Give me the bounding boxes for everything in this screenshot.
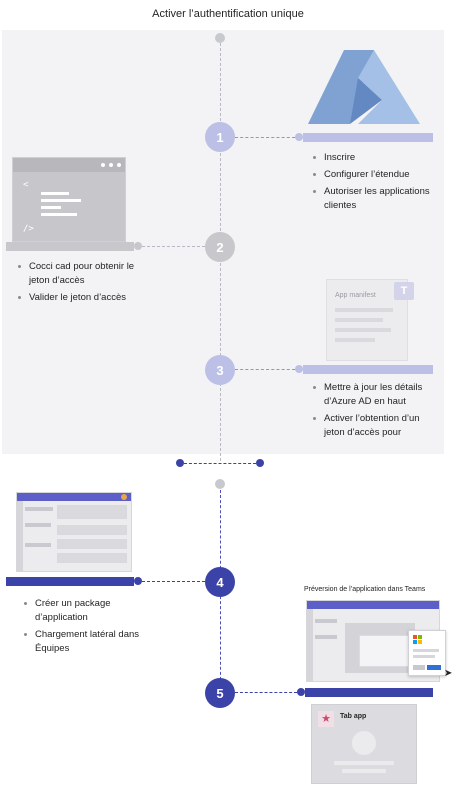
timeline-mid-dot xyxy=(215,479,225,489)
teams-header-bar xyxy=(17,493,131,501)
star-icon: ★ xyxy=(318,711,334,727)
manifest-line xyxy=(335,338,375,342)
popup-line xyxy=(413,649,439,652)
sidebar-line xyxy=(25,523,51,527)
preview-rail xyxy=(307,609,313,681)
step-3-bar xyxy=(303,365,433,374)
tab-app-line xyxy=(334,761,394,765)
editor-titlebar xyxy=(13,158,125,172)
window-dot-icon xyxy=(117,163,121,167)
step-1-cap xyxy=(295,133,303,141)
step-4-bar xyxy=(6,577,134,586)
step-3-list: Mettre à jour les détails d’Azure AD en … xyxy=(311,381,436,443)
teams-preview-window xyxy=(306,600,440,682)
content-block xyxy=(57,553,127,563)
divider-right-dot xyxy=(256,459,264,467)
step-1-item: Configurer l’étendue xyxy=(311,168,436,182)
step-3-circle: 3 xyxy=(205,355,235,385)
window-dot-icon xyxy=(109,163,113,167)
step-1-item: Inscrire xyxy=(311,151,436,165)
code-line xyxy=(41,192,69,195)
code-bracket-open-icon: < xyxy=(23,180,29,190)
diagram-title: Activer l’authentification unique xyxy=(152,8,304,20)
teams-rail xyxy=(17,501,23,571)
step-2-bar xyxy=(6,242,134,251)
content-block xyxy=(57,525,127,535)
azure-logo-icon xyxy=(308,50,420,124)
manifest-line xyxy=(335,328,391,332)
step-1-bar xyxy=(303,133,433,142)
step-4-list: Créer un package d’application Chargemen… xyxy=(22,597,157,659)
code-line xyxy=(41,199,81,202)
teams-app-illustration xyxy=(16,492,132,572)
preview-header-bar xyxy=(307,601,439,609)
step-4-item: Chargement latéral dans Équipes xyxy=(22,628,157,656)
step-2-item: Valider le jeton d’accès xyxy=(16,291,136,305)
window-dot-icon xyxy=(101,163,105,167)
step-2-item: Cocci cad pour obtenir le jeton d’accès xyxy=(16,260,136,288)
code-line xyxy=(41,206,61,209)
step-1-circle: 1 xyxy=(205,122,235,152)
microsoft-logo-icon xyxy=(413,640,417,644)
teams-logo-icon: T xyxy=(394,282,414,300)
content-block xyxy=(57,505,127,519)
popup-cancel-button xyxy=(413,665,425,670)
permission-popup xyxy=(408,630,446,676)
manifest-line xyxy=(335,318,383,322)
divider-left-dot xyxy=(176,459,184,467)
mouse-cursor-icon: ➤ xyxy=(444,668,453,679)
step-2-circle: 2 xyxy=(205,232,235,262)
microsoft-logo-icon xyxy=(418,640,422,644)
manifest-line xyxy=(335,308,393,312)
preview-sidebar-line xyxy=(315,619,337,623)
step-5-cap xyxy=(297,688,305,696)
code-line xyxy=(41,213,77,216)
tab-app-line xyxy=(342,769,386,773)
app-manifest-label: App manifest xyxy=(335,292,376,299)
step-2-list: Cocci cad pour obtenir le jeton d’accès … xyxy=(16,260,136,308)
app-manifest-card: App manifest xyxy=(326,279,408,361)
step-3-cap xyxy=(295,365,303,373)
preview-dialog xyxy=(359,635,411,667)
step-1-connector xyxy=(235,137,295,138)
popup-accept-button xyxy=(427,665,441,670)
step-4-item: Créer un package d’application xyxy=(22,597,157,625)
step-2-cap xyxy=(134,242,142,250)
step-5-bar xyxy=(305,688,433,697)
step-4-connector xyxy=(142,581,205,582)
step-3-item: Mettre à jour les détails d’Azure AD en … xyxy=(311,381,436,409)
sidebar-line xyxy=(25,543,51,547)
code-editor-illustration: < /> xyxy=(12,157,126,242)
code-bracket-close-icon: /> xyxy=(23,224,34,234)
popup-line xyxy=(413,655,435,658)
preview-sidebar-line xyxy=(315,635,337,639)
step-2-connector xyxy=(142,246,205,247)
step-3-item: Activer l’obtention d’un jeton d’accès p… xyxy=(311,412,436,440)
step-5-circle: 5 xyxy=(205,678,235,708)
step-4-circle: 4 xyxy=(205,567,235,597)
avatar-icon xyxy=(121,494,127,500)
step-1-list: Inscrire Configurer l’étendue Autoriser … xyxy=(311,151,436,216)
divider-dashed-line xyxy=(184,463,256,464)
step-4-cap xyxy=(134,577,142,585)
microsoft-logo-icon xyxy=(413,635,417,639)
sidebar-line xyxy=(25,507,53,511)
step-1-item: Autoriser les applications clientes xyxy=(311,185,436,213)
step-3-connector xyxy=(235,369,295,370)
preview-caption: Préversion de l’application dans Teams xyxy=(304,586,426,593)
step-5-connector xyxy=(235,692,297,693)
timeline-start-dot xyxy=(215,33,225,43)
microsoft-logo-icon xyxy=(418,635,422,639)
profile-placeholder xyxy=(352,731,376,755)
tab-app-label: Tab app xyxy=(340,713,367,720)
content-block xyxy=(57,539,127,549)
tab-app-card: ★ Tab app xyxy=(311,704,417,784)
